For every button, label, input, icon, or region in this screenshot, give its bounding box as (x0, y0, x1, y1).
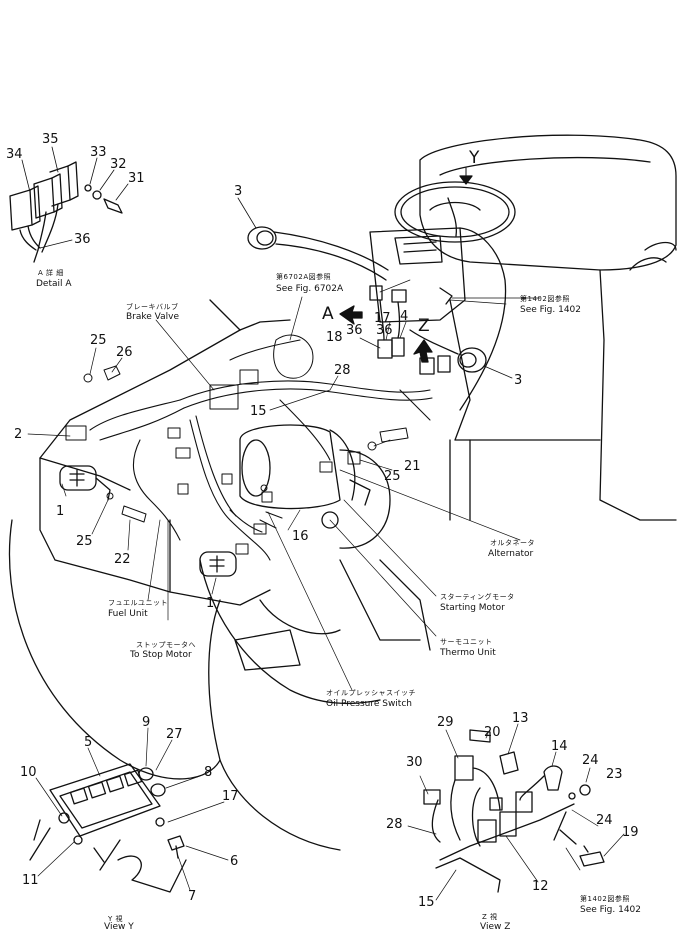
callout: 23 (606, 767, 623, 782)
view-y-panel (29, 763, 187, 893)
callout: 5 (84, 735, 93, 750)
callout: 36 (376, 323, 393, 338)
callout: 18 (326, 330, 343, 345)
fig1402-label: See Fig. 1402 (520, 305, 582, 315)
callout: 1 (206, 596, 215, 611)
callout: 20 (484, 725, 501, 740)
alternator-jp-label: オルタネータ (490, 539, 535, 547)
frame-body (8, 299, 471, 851)
oil-pressure-jp-label: オイルプレッシャスイッチ (326, 689, 416, 697)
callout: 8 (204, 765, 213, 780)
view-letter-y: Y (469, 148, 480, 168)
callout: 33 (90, 145, 107, 160)
detail-a-relays (9, 161, 123, 263)
callout: 6 (230, 854, 239, 869)
callout: 25 (76, 534, 93, 549)
view-z-label: View Z (480, 922, 511, 932)
view-z-jp-label: Z 視 (482, 913, 498, 921)
stop-motor-jp-label: ストップモータへ (136, 641, 196, 649)
brake-valve-jp-label: ブレーキバルブ (126, 303, 179, 311)
callout: 3 (234, 184, 243, 199)
thermo-unit-label: Thermo Unit (440, 648, 496, 658)
starter-motor (239, 424, 391, 549)
callout: 31 (128, 171, 145, 186)
brake-valve-label: Brake Valve (126, 312, 180, 322)
connector-cluster (369, 285, 507, 375)
view-letter-a: A (322, 304, 334, 324)
thermo-unit-jp-label: サーモユニット (440, 638, 493, 646)
view-y-jp-label: Y 視 (108, 915, 124, 923)
operator-area (369, 134, 677, 521)
detail-a-label: Detail A (36, 279, 72, 289)
fig1402-jp-label: 第1402図参照 (520, 295, 570, 303)
small-connectors (65, 334, 409, 555)
callout: 26 (116, 345, 133, 360)
callout: 11 (22, 873, 39, 888)
callout: 12 (532, 879, 549, 894)
callout: 17 (222, 789, 239, 804)
callout: 10 (20, 765, 37, 780)
fuel-unit-label: Fuel Unit (108, 609, 148, 619)
callout: 27 (166, 727, 183, 742)
view-y-label: View Y (104, 922, 134, 932)
callout: 25 (90, 333, 107, 348)
leader-lines (27, 279, 541, 691)
callout: 9 (142, 715, 151, 730)
view-letter-z: Z (418, 316, 430, 336)
callout: 16 (292, 529, 309, 544)
stop-motor-label: To Stop Motor (130, 650, 192, 660)
detail-a-leaders (21, 146, 129, 249)
starting-motor-label: Starting Motor (440, 603, 505, 613)
callout: 3 (514, 373, 523, 388)
callout: 13 (512, 711, 529, 726)
wiring-harness (89, 339, 433, 561)
view-z-parts (423, 729, 605, 893)
callout: 30 (406, 755, 423, 770)
callout: 15 (250, 404, 267, 419)
callout: 24 (582, 753, 599, 768)
callout: 15 (418, 895, 435, 910)
callout: 35 (42, 132, 59, 147)
lamps (247, 226, 487, 373)
fender-lamps (59, 465, 237, 577)
callout: 4 (400, 309, 409, 324)
fuel-unit-jp-label: フュエルユニット (108, 599, 168, 607)
callout: 22 (114, 552, 131, 567)
fig1402b-label: See Fig. 1402 (580, 905, 642, 915)
callout: 17 (374, 311, 391, 326)
callout: 7 (188, 889, 197, 904)
detail-a-jp-label: A 詳 細 (38, 269, 64, 277)
callout: 36 (346, 323, 363, 338)
callout: 25 (384, 469, 401, 484)
oil-pressure-label: Oil Pressure Switch (326, 699, 412, 709)
callout: 32 (110, 157, 127, 172)
starting-motor-jp-label: スターティングモータ (440, 593, 515, 601)
callout: 14 (551, 739, 568, 754)
callout: 21 (404, 459, 421, 474)
callout: 36 (74, 232, 91, 247)
callout: 1 (56, 504, 65, 519)
callout: 2 (14, 427, 23, 442)
fig6702a-label: See Fig. 6702A (276, 284, 344, 294)
callout: 19 (622, 825, 639, 840)
alternator-label: Alternator (488, 549, 534, 559)
callout: 28 (334, 363, 351, 378)
fig6702a-jp-label: 第6702A図参照 (276, 273, 332, 281)
callout: 29 (437, 715, 454, 730)
callout: 24 (596, 813, 613, 828)
callout: 28 (386, 817, 403, 832)
fig1402b-jp-label: 第1402図参照 (580, 895, 630, 903)
callout: 34 (6, 147, 23, 162)
